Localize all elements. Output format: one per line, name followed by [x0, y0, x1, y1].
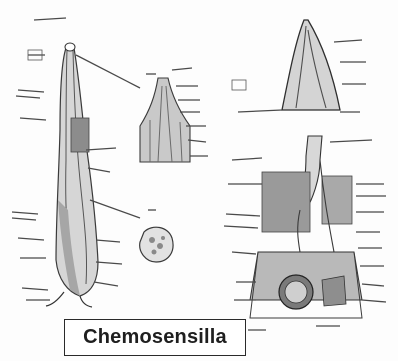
dendrite-dot: [161, 236, 165, 240]
panel-cone-tip: [232, 20, 366, 112]
long-sensillum-body: [56, 48, 98, 296]
cone-body: [282, 20, 340, 110]
caption-box: Chemosensilla: [64, 319, 246, 356]
nucleus-inner: [285, 281, 307, 303]
pore-tip: [65, 43, 75, 51]
panel-cross-section: [140, 210, 173, 262]
dendrite-dot: [157, 243, 163, 249]
socket-dark: [71, 118, 89, 152]
inset-marker: [232, 80, 246, 90]
panel-peg-inset: [140, 68, 208, 162]
figure-caption: Chemosensilla: [83, 326, 227, 349]
support-cell: [322, 276, 346, 306]
peg-body: [140, 78, 190, 162]
dendrite-dot: [149, 237, 155, 243]
base-block-left: [262, 172, 310, 232]
dendrite-dot: [152, 250, 157, 255]
panel-sensillum-base: [224, 136, 386, 330]
base-block-right: [322, 176, 352, 224]
panel-long-sensillum: [12, 18, 140, 307]
cross-section-outline: [140, 227, 173, 262]
